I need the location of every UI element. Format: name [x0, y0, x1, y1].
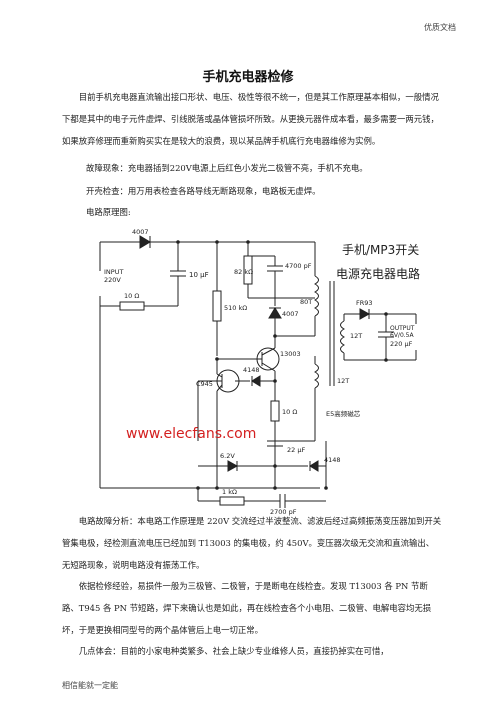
- label-c-filter: 10 μF: [189, 271, 209, 279]
- label-transformer: 80T: [300, 298, 312, 306]
- label-c-fb2: 2700 pF: [270, 508, 297, 516]
- schematic-title-line1: 手机/MP3开关: [342, 243, 419, 257]
- zener-symbol: [227, 460, 239, 472]
- snubber-diode-symbol: [268, 307, 282, 319]
- repair-paragraph: 依据检修经验，易损件一般为三极管、二极管，于是断电在线检查。发现 T13003 …: [62, 581, 432, 635]
- experience-paragraph: 几点体会：目前的小家电种类繁多、社会上缺少专业维修人员，直接扔掉实在可惜，: [78, 646, 389, 656]
- label-input-v: 220V: [104, 276, 121, 284]
- label-d-out: FR93: [356, 299, 373, 307]
- label-t-ctrl: C945: [196, 380, 213, 388]
- label-sec-winding: 12T: [350, 332, 362, 340]
- label-r-fb: 1 kΩ: [222, 488, 237, 496]
- label-zener: 6.2V: [220, 452, 235, 460]
- circuit-schematic: 4007 INPUT 220V 10 μF 10 Ω 510 kΩ 82 kΩ …: [99, 228, 420, 516]
- label-output: OUTPUT: [390, 325, 415, 332]
- output-diode-symbol: [359, 308, 371, 320]
- intro-paragraph: 目前手机充电器直流输出接口形状、电压、极性等很不统一，但是其工作原理基本相似，一…: [62, 92, 439, 146]
- watermark: www.elecfans.com: [126, 426, 256, 442]
- label-d-4148b: 4148: [324, 456, 341, 464]
- label-r-input: 10 Ω: [124, 292, 139, 300]
- label-r-emit: 10 Ω: [282, 408, 297, 416]
- schematic-label: 电路原理图:: [86, 207, 131, 217]
- label-r-snub: 82 kΩ: [234, 268, 253, 276]
- label-c-snub: 4700 pF: [285, 262, 312, 270]
- label-d-4148a: 4148: [243, 366, 260, 374]
- 4148-diode-b-symbol: [309, 460, 319, 472]
- page-title: 手机充电器检修: [202, 70, 294, 85]
- label-d-input: 4007: [132, 228, 149, 236]
- label-input: INPUT: [104, 268, 123, 276]
- schematic-title-line2: 电源充电器电路: [336, 266, 420, 281]
- input-diode-symbol: [139, 235, 151, 249]
- analysis-paragraph: 电路故障分析：本电路工作原理是 220V 交流经过半波整流、滤波后经过高频振荡变…: [62, 516, 442, 570]
- label-transformer-type: E5高频磁芯: [326, 409, 361, 418]
- label-d-snub: 4007: [282, 310, 299, 318]
- footer-note: 相信能就一定能: [62, 681, 118, 690]
- 4148-diode-a-symbol: [251, 375, 261, 387]
- header-note: 优质文档: [424, 23, 456, 32]
- inspection-line: 开壳检查：用万用表检查各路导线无断路现象，电路板无虚焊。: [86, 186, 321, 196]
- label-r-start: 510 kΩ: [224, 304, 247, 312]
- label-output-spec: 6V/0.5A: [390, 332, 414, 339]
- label-fb-winding: 12T: [337, 377, 349, 385]
- symptom-line: 故障现象：充电器插到220V电源上后红色小发光二极管不亮，手机不充电。: [86, 163, 368, 173]
- label-t-switch: 13003: [280, 350, 301, 358]
- label-c-out: 220 μF: [390, 340, 413, 348]
- label-c-fb: 22 μF: [287, 446, 305, 454]
